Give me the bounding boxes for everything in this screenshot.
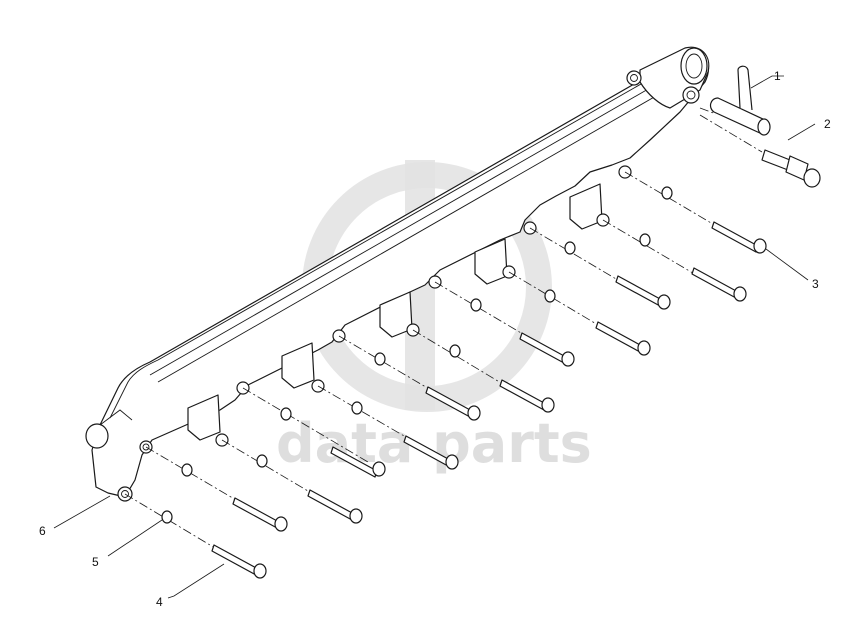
callout-3: 3 xyxy=(812,277,819,291)
watermark-text: data parts xyxy=(276,412,592,475)
callout-5: 5 xyxy=(92,555,99,569)
banjo-fitting xyxy=(699,65,771,136)
callout-2: 2 xyxy=(824,117,831,131)
callouts: 1 2 3 4 5 6 xyxy=(39,69,831,609)
injector-ports xyxy=(187,165,632,447)
pressure-sensor xyxy=(699,114,821,188)
callout-6: 6 xyxy=(39,524,46,538)
callout-4: 4 xyxy=(156,595,163,609)
callout-1: 1 xyxy=(774,69,781,83)
bolts xyxy=(211,221,767,579)
watermark: data parts xyxy=(276,160,592,475)
fuel-rail-body xyxy=(85,46,710,502)
washers xyxy=(161,186,673,524)
